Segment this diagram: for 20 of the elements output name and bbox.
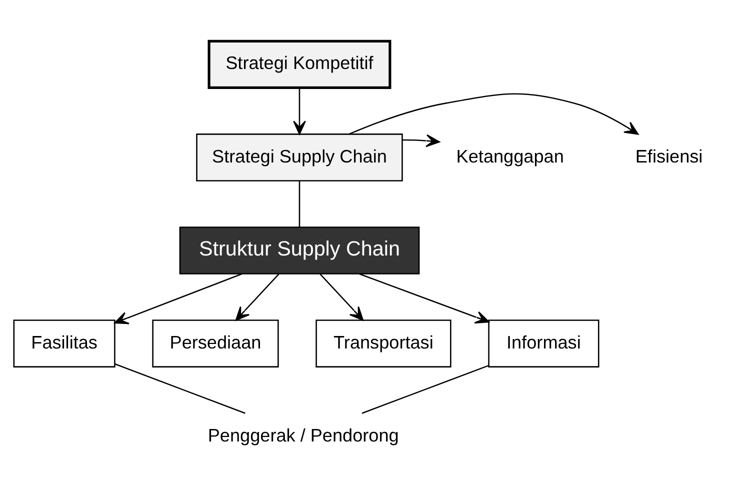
node-box: Persediaan xyxy=(152,320,279,368)
node-box: Transportasi xyxy=(316,320,452,368)
node-box: Informasi xyxy=(488,320,600,368)
arrow xyxy=(348,93,639,135)
node-box: Strategi Kompetitif xyxy=(208,40,392,89)
arrow xyxy=(402,134,440,148)
node-text: Efisiensi xyxy=(635,146,703,166)
arrow xyxy=(114,273,242,324)
arrow xyxy=(235,274,280,321)
node-text: Ketanggapan xyxy=(456,146,564,166)
connector xyxy=(298,181,300,228)
node-box: Struktur Supply Chain xyxy=(179,226,420,274)
node-box: Strategi Supply Chain xyxy=(196,134,403,182)
arrow xyxy=(359,273,490,324)
connector xyxy=(362,364,489,414)
connector xyxy=(114,363,246,414)
arrow xyxy=(320,274,364,321)
arrow xyxy=(293,88,306,135)
node-text: Penggerak / Pendorong xyxy=(208,425,399,446)
node-box: Fasilitas xyxy=(13,320,116,368)
